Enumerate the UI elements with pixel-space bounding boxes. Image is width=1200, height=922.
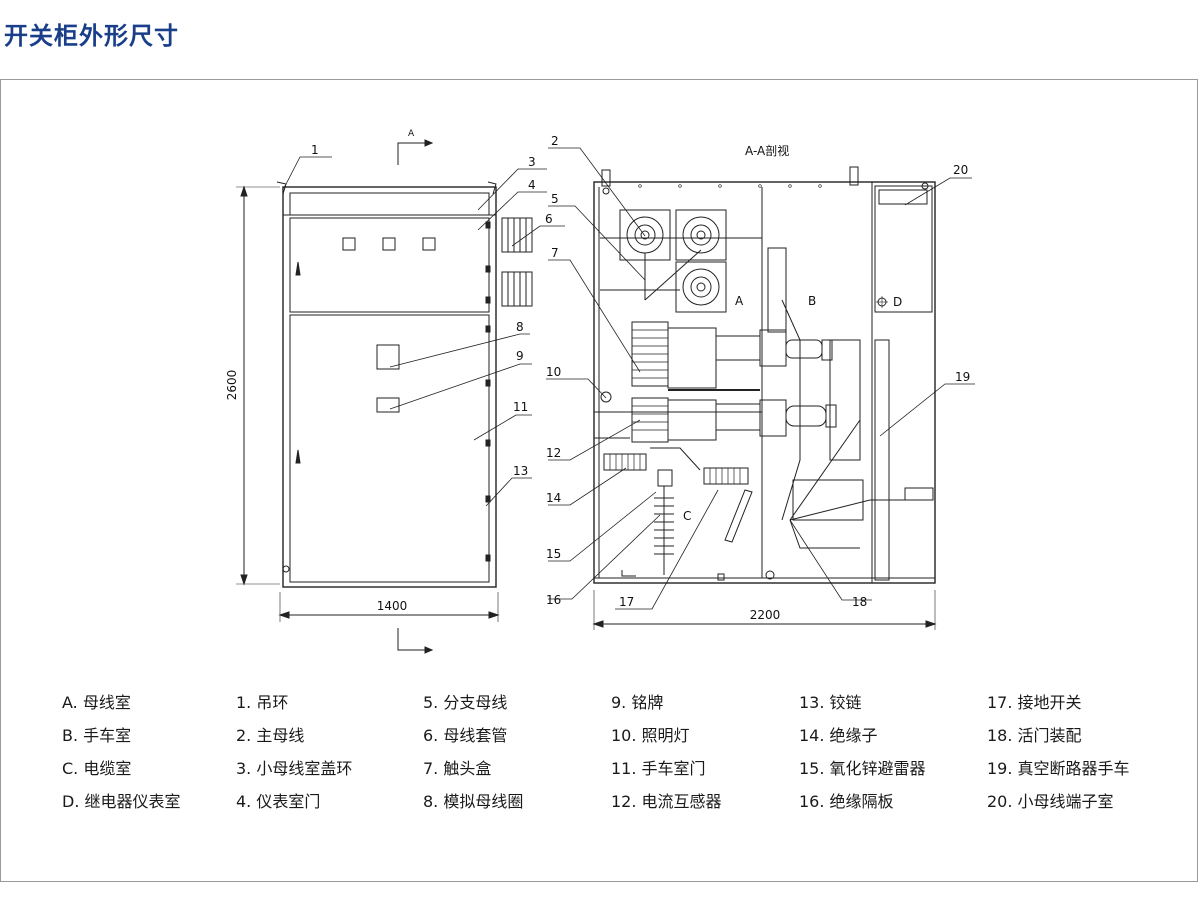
legend-item: 13. 铰链 — [799, 693, 862, 712]
legend-item: 14. 绝缘子 — [799, 726, 878, 745]
legend-item: 8. 模拟母线圈 — [423, 792, 524, 811]
legend-item: 4. 仪表室门 — [236, 792, 321, 811]
legend-item: 9. 铭牌 — [611, 693, 664, 712]
callout-7: 7 — [551, 246, 559, 260]
callout-11: 11 — [513, 400, 528, 414]
drawing-frame — [0, 79, 1198, 882]
callout-20: 20 — [953, 163, 968, 177]
legend-item: 5. 分支母线 — [423, 693, 508, 712]
compartment-letter-b: B — [808, 294, 816, 308]
callout-3: 3 — [528, 155, 536, 169]
legend-column-2: 5. 分支母线 6. 母线套管 7. 触头盒 8. 模拟母线圈 — [423, 690, 523, 822]
legend-column-3: 9. 铭牌 10. 照明灯 11. 手车室门 12. 电流互感器 — [611, 690, 722, 822]
callout-14: 14 — [546, 491, 561, 505]
legend-item: 6. 母线套管 — [423, 726, 508, 745]
callout-8: 8 — [516, 320, 524, 334]
side-section-view — [592, 166, 937, 630]
compartment-letter-d: D — [893, 295, 902, 309]
callout-2: 2 — [551, 134, 559, 148]
legend-column-4: 13. 铰链 14. 绝缘子 15. 氧化锌避雷器 16. 绝缘隔板 — [799, 690, 926, 822]
legend-item: 19. 真空断路器手车 — [987, 759, 1130, 778]
callout-6: 6 — [545, 212, 553, 226]
legend-item: C. 电缆室 — [62, 759, 132, 778]
section-marker-label: A — [408, 129, 415, 139]
legend-item: A. 母线室 — [62, 693, 131, 712]
compartment-letter-a: A — [735, 294, 744, 308]
callout-13: 13 — [513, 464, 528, 478]
switchgear-drawing: A A-A剖视 2600 1400 2200 A B C D 1 2 3 4 5… — [225, 129, 975, 654]
legend-item: 2. 主母线 — [236, 726, 305, 745]
dimension-height: 2600 — [225, 370, 239, 401]
callout-15: 15 — [546, 547, 561, 561]
callout-18: 18 — [852, 595, 867, 609]
legend-item: 16. 绝缘隔板 — [799, 792, 894, 811]
legend-item: 15. 氧化锌避雷器 — [799, 759, 926, 778]
legend-item: 3. 小母线室盖环 — [236, 759, 353, 778]
section-view-label: A-A剖视 — [745, 143, 789, 158]
legend-item: 10. 照明灯 — [611, 726, 690, 745]
dimension-width: 1400 — [377, 599, 408, 613]
legend-item: 11. 手车室门 — [611, 759, 706, 778]
callout-17: 17 — [619, 595, 634, 609]
legend-column-1: 1. 吊环 2. 主母线 3. 小母线室盖环 4. 仪表室门 — [236, 690, 352, 822]
callout-16: 16 — [546, 593, 561, 607]
callout-5: 5 — [551, 192, 559, 206]
legend-item: 7. 触头盒 — [423, 759, 492, 778]
callout-10: 10 — [546, 365, 561, 379]
legend-item: 12. 电流互感器 — [611, 792, 722, 811]
legend: A. 母线室 B. 手车室 C. 电缆室 D. 继电器仪表室 1. 吊环 2. … — [0, 690, 1200, 830]
legend-column-5: 17. 接地开关 18. 活门装配 19. 真空断路器手车 20. 小母线端子室 — [987, 690, 1130, 822]
callout-12: 12 — [546, 446, 561, 460]
legend-item: 20. 小母线端子室 — [987, 792, 1114, 811]
front-view — [236, 139, 533, 654]
compartment-letter-c: C — [683, 509, 691, 523]
legend-item: 18. 活门装配 — [987, 726, 1082, 745]
legend-item: B. 手车室 — [62, 726, 132, 745]
callout-4: 4 — [528, 178, 536, 192]
callout-19: 19 — [955, 370, 970, 384]
legend-item: 1. 吊环 — [236, 693, 289, 712]
legend-item: 17. 接地开关 — [987, 693, 1082, 712]
legend-column-compartments: A. 母线室 B. 手车室 C. 电缆室 D. 继电器仪表室 — [62, 690, 181, 822]
legend-item: D. 继电器仪表室 — [62, 792, 181, 811]
dimension-depth: 2200 — [750, 608, 781, 622]
callout-9: 9 — [516, 349, 524, 363]
page-title: 开关柜外形尺寸 — [4, 22, 179, 50]
leader-lines — [283, 147, 975, 610]
callout-1: 1 — [311, 143, 319, 157]
